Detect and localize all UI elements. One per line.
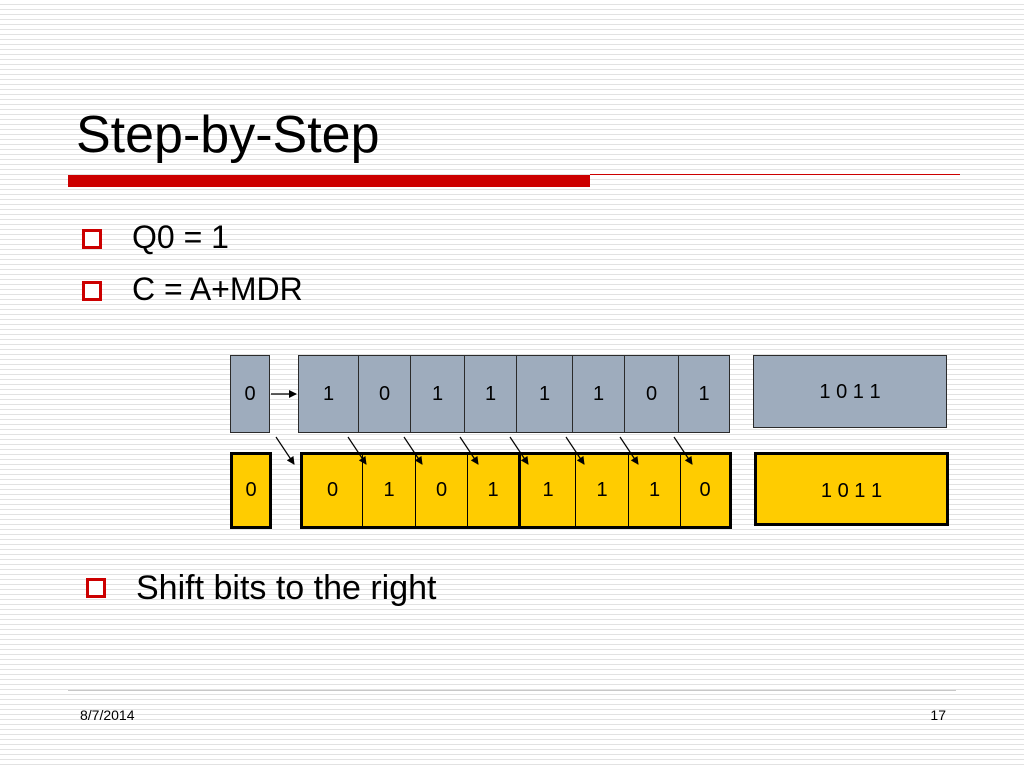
before-bit-cell: 1 xyxy=(299,356,359,432)
before-bit-cell: 1 xyxy=(698,382,710,405)
bullet-text: Q0 = 1 xyxy=(132,219,229,255)
square-bullet-icon xyxy=(86,578,106,598)
footer-divider xyxy=(68,690,956,691)
shift-arrow xyxy=(459,436,479,465)
before-bit-cell: 1 xyxy=(573,356,625,432)
bullet-text: Shift bits to the right xyxy=(136,569,437,607)
after-bits-register: 0 1 0 1 1 1 1 0 xyxy=(300,452,732,529)
before-bit-cell: 0 xyxy=(625,356,679,432)
after-bit-cell: 0 xyxy=(303,455,363,526)
shift-arrow xyxy=(403,436,423,465)
after-carry-bit: 0 xyxy=(245,479,257,501)
after-bit-cell: 1 xyxy=(576,455,629,526)
slide-title: Step-by-Step xyxy=(76,106,380,164)
before-bit-cell: 1 xyxy=(517,356,573,432)
shift-arrow xyxy=(673,436,693,465)
shift-arrow xyxy=(275,436,295,465)
after-bit-cell: 1 xyxy=(363,455,416,526)
before-bits-register: 1 0 1 1 1 1 0 1 xyxy=(298,355,730,433)
before-carry-register: 0 xyxy=(230,355,270,433)
after-bit-cell: 0 xyxy=(416,455,468,526)
before-carry-bit: 0 xyxy=(244,382,256,405)
square-bullet-icon xyxy=(82,229,102,249)
slide-date: 8/7/2014 xyxy=(80,707,135,723)
before-bit-cell: 0 xyxy=(359,356,411,432)
shift-arrow xyxy=(509,436,529,465)
before-bit-cell: 1 xyxy=(465,356,517,432)
after-multiplier-value: 1 0 1 1 xyxy=(820,480,883,502)
shift-arrow xyxy=(565,436,585,465)
before-bit-cell: 1 xyxy=(411,356,465,432)
after-bit-cell: 1 xyxy=(468,455,521,526)
before-multiplier-value: 1 0 1 1 xyxy=(819,381,881,403)
shift-arrow xyxy=(347,436,367,465)
title-underline-thick xyxy=(68,175,590,187)
after-multiplier-register: 1 0 1 1 xyxy=(754,452,949,526)
after-bit-cell: 1 xyxy=(521,455,576,526)
square-bullet-icon xyxy=(82,281,102,301)
slide-number: 17 xyxy=(930,707,946,723)
title-underline-thin xyxy=(590,174,960,175)
after-bit-cell: 1 xyxy=(629,455,681,526)
after-bit-cell: 0 xyxy=(699,479,711,501)
before-multiplier-register: 1 0 1 1 xyxy=(753,355,947,428)
bullet-text: C = A+MDR xyxy=(132,271,303,307)
after-carry-register: 0 xyxy=(230,452,272,529)
shift-arrow xyxy=(619,436,639,465)
